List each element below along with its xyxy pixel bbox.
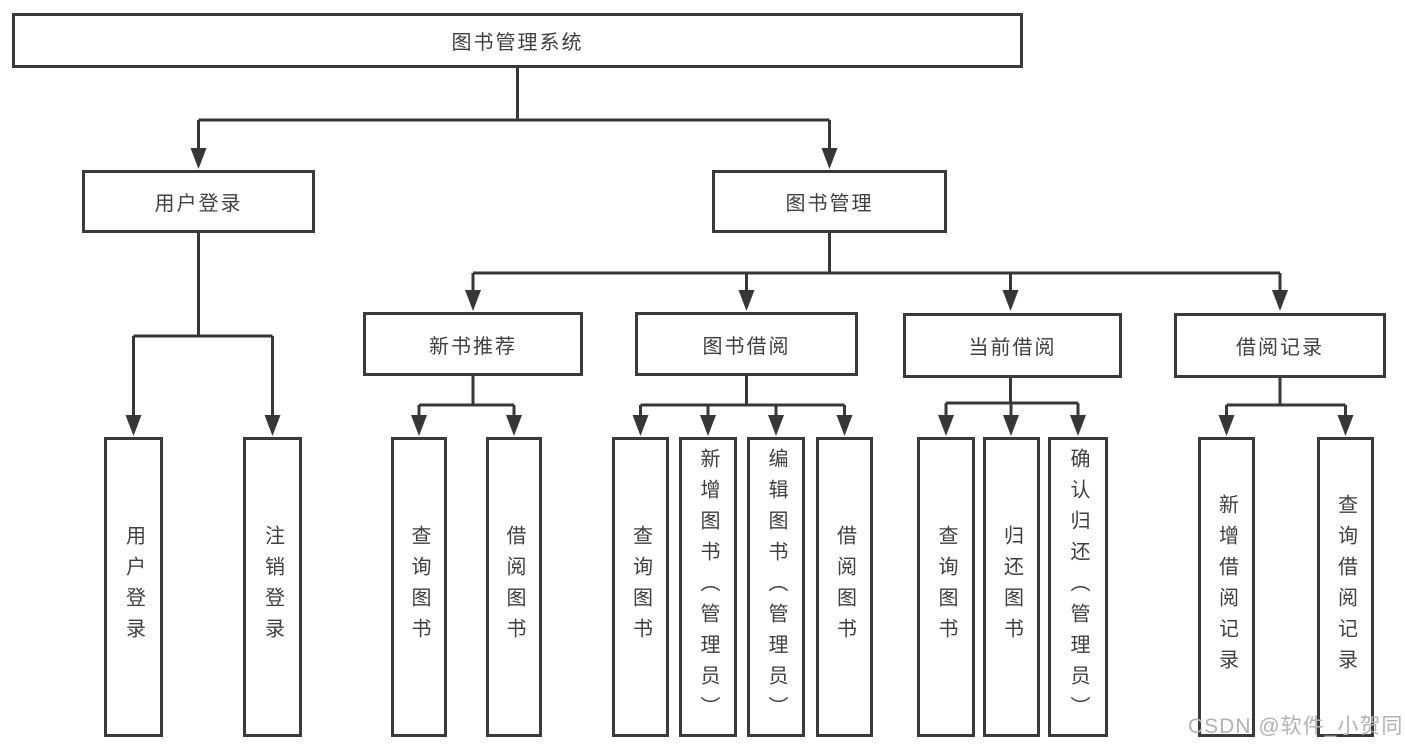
node-new-book-recommend: 新书推荐 — [363, 312, 583, 376]
arrowhead — [821, 148, 838, 169]
leaf-query-borrow-record: 查询借阅记录 — [1317, 437, 1374, 737]
arrowhead — [768, 415, 784, 436]
node-book-management: 图书管理 — [712, 170, 947, 233]
leaf-add-books-admin-label: 新增图书（管理员） — [697, 447, 719, 727]
leaf-borrow-books-label: 借阅图书 — [833, 525, 856, 649]
arrowhead — [1003, 415, 1019, 436]
arrowhead — [1272, 290, 1288, 311]
leaf-logout-label: 注销登录 — [261, 525, 284, 649]
node-borrow-records: 借阅记录 — [1174, 313, 1386, 378]
node-user-login: 用户登录 — [82, 170, 315, 233]
arrowhead — [190, 148, 207, 169]
node-current-borrow: 当前借阅 — [903, 313, 1122, 378]
node-root-label: 图书管理系统 — [451, 32, 584, 54]
arrowhead — [938, 415, 954, 436]
arrowhead — [125, 415, 142, 436]
node-user-login-label: 用户登录 — [154, 193, 243, 215]
arrowhead — [700, 415, 716, 436]
leaf-logout: 注销登录 — [243, 437, 302, 737]
leaf-user-login: 用户登录 — [104, 437, 163, 737]
leaf-user-login-label: 用户登录 — [122, 525, 145, 649]
arrowhead — [264, 415, 281, 436]
leaf-recommend-borrow-books: 借阅图书 — [486, 437, 542, 737]
csdn-watermark: CSDN @软件_小贺同学 — [1188, 715, 1405, 738]
node-current-borrow-label: 当前借阅 — [968, 337, 1057, 359]
leaf-query-borrow-record-label: 查询借阅记录 — [1334, 494, 1357, 680]
arrowhead — [506, 415, 522, 436]
leaf-current-query-books: 查询图书 — [917, 437, 975, 737]
leaf-recommend-query-books: 查询图书 — [391, 437, 447, 737]
node-book-management-label: 图书管理 — [785, 193, 874, 215]
arrowhead — [465, 290, 481, 311]
arrowhead — [738, 290, 755, 311]
leaf-borrow-query-books: 查询图书 — [612, 437, 669, 737]
leaf-edit-books-admin: 编辑图书（管理员） — [747, 437, 805, 737]
leaf-recommend-query-books-label: 查询图书 — [408, 525, 430, 649]
arrowhead — [632, 415, 649, 436]
node-borrow-records-label: 借阅记录 — [1236, 337, 1324, 359]
arrowhead — [1070, 415, 1086, 436]
leaf-edit-books-admin-label: 编辑图书（管理员） — [765, 447, 787, 727]
node-book-borrow-label: 图书借阅 — [702, 335, 791, 358]
arrowhead — [1218, 415, 1235, 436]
node-book-borrow: 图书借阅 — [635, 312, 858, 376]
arrowhead — [1002, 290, 1019, 311]
leaf-current-query-books-label: 查询图书 — [935, 525, 957, 649]
arrowhead — [411, 415, 427, 436]
leaf-add-borrow-record: 新增借阅记录 — [1198, 437, 1255, 737]
leaf-confirm-return-admin: 确认归还（管理员） — [1048, 437, 1108, 737]
arrowhead — [1337, 415, 1354, 436]
node-root: 图书管理系统 — [12, 13, 1023, 68]
leaf-add-borrow-record-label: 新增借阅记录 — [1215, 494, 1238, 680]
leaf-borrow-query-books-label: 查询图书 — [629, 525, 652, 649]
leaf-add-books-admin: 新增图书（管理员） — [679, 437, 737, 737]
arrowhead — [836, 415, 853, 436]
leaf-confirm-return-admin-label: 确认归还（管理员） — [1067, 447, 1089, 727]
leaf-recommend-borrow-books-label: 借阅图书 — [503, 525, 525, 649]
node-new-book-recommend-label: 新书推荐 — [429, 335, 517, 358]
leaf-return-books-label: 归还图书 — [1000, 525, 1023, 649]
leaf-borrow-books: 借阅图书 — [816, 437, 873, 737]
leaf-return-books: 归还图书 — [983, 437, 1040, 737]
